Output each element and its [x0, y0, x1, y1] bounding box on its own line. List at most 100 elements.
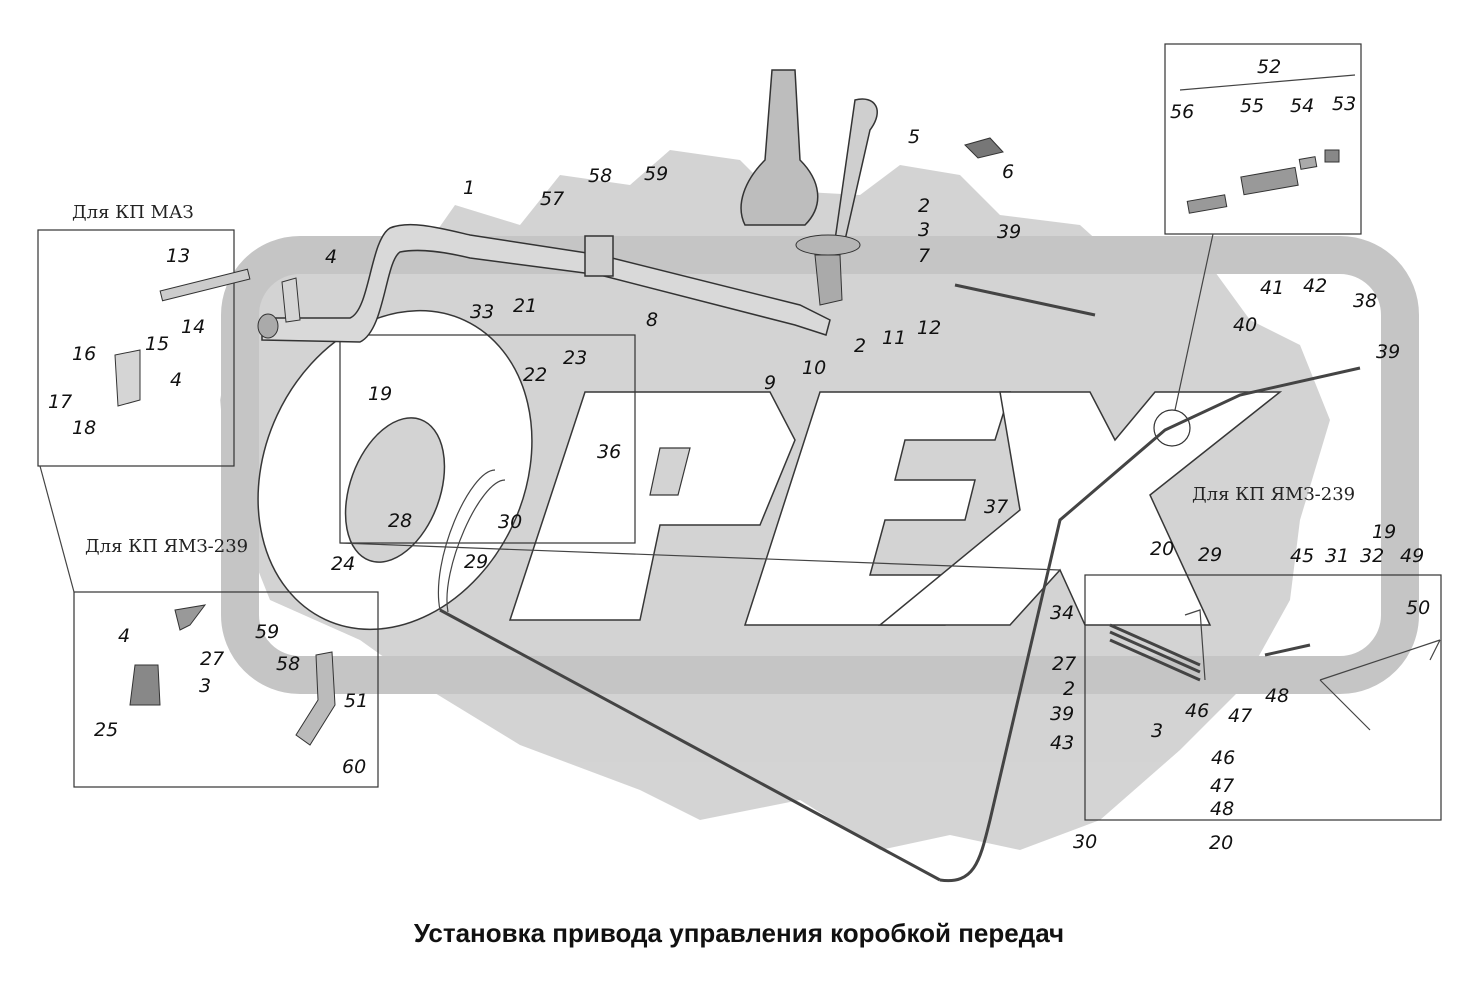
label-12: 12: [917, 317, 941, 339]
label-16: 16: [72, 343, 96, 365]
label-47b: 47: [1210, 775, 1234, 797]
label-47: 47: [1228, 705, 1252, 727]
part-31: [1264, 643, 1311, 657]
label-28: 28: [388, 510, 412, 532]
labels-inset-yamz-right: Для КП ЯМЗ-239 20 29 34 27 2 39 43 3 19 …: [1050, 484, 1430, 854]
label-54: 54: [1290, 95, 1314, 117]
label-2-yr: 2: [1063, 678, 1075, 700]
label-20b: 20: [1209, 832, 1233, 854]
label-55: 55: [1240, 95, 1264, 117]
label-8: 8: [646, 309, 658, 331]
label-27-yl: 27: [200, 648, 224, 670]
label-48b: 48: [1210, 798, 1234, 820]
label-20-yr: 20: [1150, 538, 1174, 560]
cable-center-bend: [437, 469, 496, 611]
label-60: 60: [342, 756, 366, 778]
part-55: [1240, 166, 1299, 196]
leader-52-circle: [1174, 233, 1214, 411]
label-31: 31: [1325, 545, 1349, 567]
label-39-yr: 39: [1050, 703, 1074, 725]
note-kp-yamz-left: Для КП ЯМЗ-239: [85, 536, 248, 557]
label-30-yr: 30: [1073, 831, 1097, 853]
inset-box-yamz-left: [73, 591, 379, 788]
label-14: 14: [181, 316, 205, 338]
label-22: 22: [523, 364, 547, 386]
label-23: 23: [563, 347, 587, 369]
part-24-upper: [174, 604, 207, 631]
label-58-yl: 58: [276, 653, 300, 675]
label-58: 58: [588, 165, 612, 187]
label-56: 56: [1170, 101, 1194, 123]
inset-box-center: [339, 334, 636, 544]
labels-inset-52: 52 56 55 54 53: [1170, 56, 1356, 123]
label-39-top: 39: [997, 221, 1021, 243]
lever-left: [281, 277, 301, 323]
label-27-yr: 27: [1052, 653, 1076, 675]
label-29: 29: [464, 551, 488, 573]
label-2b: 2: [854, 335, 866, 357]
label-46b: 46: [1211, 747, 1235, 769]
label-33: 33: [470, 301, 494, 323]
label-21: 21: [513, 295, 537, 317]
rod-39-top: [954, 283, 1096, 317]
gear-boot: [740, 69, 819, 226]
cable-right-long: [939, 366, 1361, 883]
label-9: 9: [764, 372, 776, 394]
label-24: 24: [331, 553, 355, 575]
detail-circle: [1153, 409, 1191, 447]
label-17: 17: [48, 391, 72, 413]
part-34: [1109, 623, 1201, 682]
shift-rod-main: [261, 223, 831, 343]
label-51: 51: [344, 690, 368, 712]
label-46: 46: [1185, 700, 1209, 722]
label-5: 5: [908, 126, 920, 148]
label-11: 11: [882, 327, 906, 349]
label-37: 37: [984, 496, 1008, 518]
labels-inset-yamz-left: Для КП ЯМЗ-239 4 27 3 25 59 58 51 60: [85, 536, 368, 778]
label-59: 59: [644, 163, 668, 185]
note-kp-maz: Для КП МАЗ: [72, 202, 194, 223]
inset-52-bracket: [1179, 74, 1356, 91]
label-18: 18: [72, 417, 96, 439]
rod-clamp: [584, 235, 614, 277]
labels-inset-maz: Для КП МАЗ 13 14 15 16 4 17 18: [48, 202, 205, 439]
label-3-yr: 3: [1151, 720, 1163, 742]
label-10: 10: [802, 357, 826, 379]
gear-lever: [834, 98, 878, 241]
label-49: 49: [1400, 545, 1424, 567]
label-15: 15: [145, 333, 169, 355]
label-40: 40: [1233, 314, 1257, 336]
label-53: 53: [1332, 93, 1356, 115]
part-16: [114, 349, 141, 407]
part-25: [129, 664, 161, 706]
part-54: [1298, 156, 1318, 170]
label-36: 36: [597, 441, 621, 463]
part-51: [295, 651, 336, 746]
watermark-letter-p: [508, 391, 796, 621]
label-59-yl: 59: [255, 621, 279, 643]
label-38: 38: [1353, 290, 1377, 312]
label-45: 45: [1290, 545, 1314, 567]
label-4-yl: 4: [118, 625, 130, 647]
label-43: 43: [1050, 732, 1074, 754]
label-50: 50: [1406, 597, 1430, 619]
label-13: 13: [166, 245, 190, 267]
label-3-yl: 3: [199, 675, 211, 697]
part-29-right: [1184, 609, 1206, 681]
lever-base-plate: [795, 234, 861, 256]
inset-box-maz: [37, 229, 235, 467]
label-39-right: 39: [1376, 341, 1400, 363]
label-57: 57: [540, 188, 564, 210]
label-32: 32: [1360, 545, 1384, 567]
inset-box-52: [1164, 43, 1362, 235]
leader-center-box: [339, 542, 1061, 571]
label-34: 34: [1050, 602, 1074, 624]
label-7: 7: [918, 245, 930, 267]
label-42: 42: [1303, 275, 1327, 297]
watermark-letter-p-hole: [649, 447, 691, 496]
cable-center-bend-2: [446, 479, 506, 613]
label-4: 4: [325, 246, 337, 268]
label-19: 19: [368, 383, 392, 405]
part-49-cable: [1319, 639, 1441, 731]
label-48: 48: [1265, 685, 1289, 707]
